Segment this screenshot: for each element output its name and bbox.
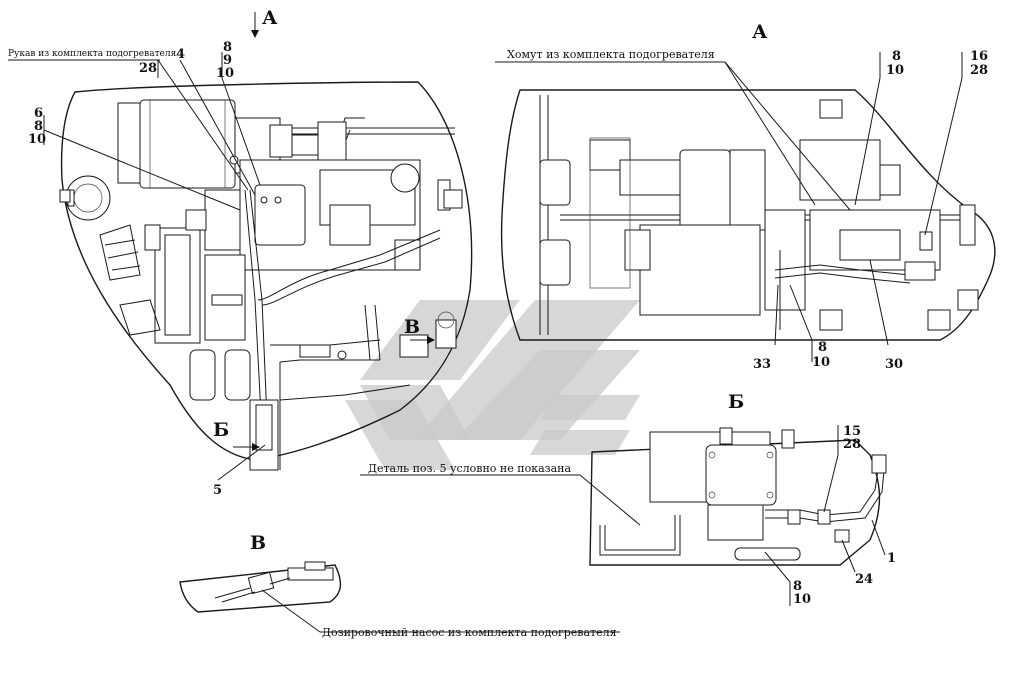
note-clamp: Хомут из комплекта подогревателя (507, 48, 715, 61)
left-main-view (59, 81, 473, 471)
callout-10: 10 (28, 132, 46, 147)
callout-5: 5 (213, 483, 222, 498)
callout-10: 10 (886, 63, 904, 78)
left-leaders (8, 12, 435, 481)
note-detail-not-shown: Деталь поз. 5 условно не показана (368, 462, 572, 475)
text-labels: А А Б Б В В Рукав из комплекта подогрева… (8, 7, 988, 639)
view-label-v-detail: В (250, 532, 266, 554)
watermark-logo (345, 300, 640, 470)
callout-8: 8 (223, 40, 232, 55)
view-label-b-detail: Б (728, 391, 744, 413)
detail-v (179, 561, 620, 633)
callout-28: 28 (843, 437, 861, 452)
right-leaders (495, 52, 963, 362)
callout-8: 8 (892, 49, 901, 64)
callout-10: 10 (812, 355, 830, 370)
callout-10: 10 (216, 66, 234, 81)
callout-16: 16 (970, 49, 988, 64)
callout-6: 6 (34, 106, 43, 121)
view-label-b-arrow: Б (213, 419, 229, 441)
callout-28: 28 (970, 63, 988, 78)
right-view-a (500, 89, 996, 341)
callout-9: 9 (223, 53, 232, 68)
callout-24: 24 (855, 572, 873, 587)
callout-8: 8 (818, 340, 827, 355)
note-dosing-pump: Дозировочный насос из комплекта подогрев… (322, 626, 617, 639)
view-label-a-right: А (752, 21, 768, 43)
view-label-v-arrow: В (404, 316, 420, 338)
view-label-a-top: А (262, 7, 278, 29)
note-hose: Рукав из комплекта подогревателя (8, 49, 177, 59)
callout-8: 8 (34, 119, 43, 134)
callout-28: 28 (139, 61, 157, 76)
callout-4: 4 (176, 47, 185, 62)
callout-33: 33 (753, 357, 771, 372)
detail-b (589, 427, 887, 566)
callout-1: 1 (887, 551, 896, 566)
callout-10: 10 (793, 592, 811, 607)
callout-8: 8 (793, 579, 802, 594)
callout-30: 30 (885, 357, 903, 372)
callout-15: 15 (843, 424, 861, 439)
detail-b-leaders (360, 425, 886, 606)
